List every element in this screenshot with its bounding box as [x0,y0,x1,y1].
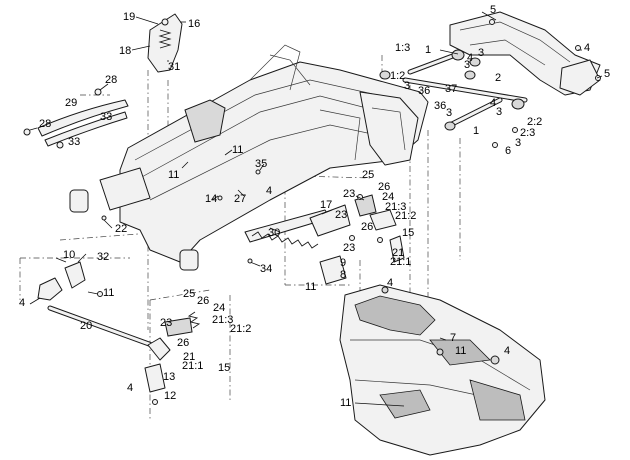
callout-17: 17 [320,199,333,211]
callout-2-2: 2:2 [527,116,543,128]
callout-3: 3 [496,106,503,118]
callout-21-3: 21:3 [385,201,407,213]
callout-21: 21 [183,351,196,363]
callout-20: 20 [80,320,93,332]
callout-21: 21 [392,247,405,259]
callout-11: 11 [340,397,352,409]
callout-33: 33 [100,111,113,123]
lower-link-assembly [29,253,201,405]
callout-5: 5 [490,4,497,16]
callout-9: 9 [340,257,347,269]
callout-3: 3 [446,107,453,119]
callout-25: 25 [183,288,196,300]
callout-16: 16 [188,18,201,30]
mower-deck [339,284,546,456]
upper-bracket-assembly [131,13,186,73]
callout-12: 12 [164,390,177,402]
callout-4: 4 [504,345,511,357]
callout-3: 3 [404,80,411,92]
callout-30: 30 [268,227,281,239]
hardware-leaders [101,149,265,267]
callout-26: 26 [361,221,374,233]
callout-4: 4 [127,382,134,394]
callout-32: 32 [97,251,110,263]
callout-3: 3 [515,137,522,149]
callout-24: 24 [213,302,226,314]
callout-24: 24 [382,191,395,203]
callout-28: 28 [105,74,118,86]
callout-18: 18 [119,45,132,57]
callout-21-2: 21:2 [230,323,252,335]
callout-14: 14 [205,193,218,205]
callout-1-3: 1:3 [395,42,411,54]
callout-2: 2 [495,72,502,84]
callout-26: 26 [177,337,190,349]
callout-35: 35 [255,158,268,170]
callout-21-2: 21:2 [395,210,417,222]
callout-15: 15 [402,227,415,239]
callout-4: 4 [387,277,394,289]
callout-5: 5 [604,68,611,80]
center-linkage [309,194,405,285]
callout-1-2: 1:2 [390,70,406,82]
callout-36: 36 [434,100,447,112]
callout-3: 3 [478,47,485,59]
callout-23: 23 [335,209,348,221]
callout-23: 23 [160,317,173,329]
callout-25: 25 [362,169,375,181]
callout-11: 11 [168,169,180,181]
rocker-arm-assembly [379,11,603,148]
main-frame [69,44,429,271]
callout-23: 23 [343,188,356,200]
callout-26: 26 [378,181,391,193]
callout-31: 31 [168,61,181,73]
callout-3: 3 [464,59,471,71]
callout-4: 4 [467,52,474,64]
callout-10: 10 [63,249,76,261]
leaf-spring-assembly [23,83,129,149]
callout-2-3: 2:3 [520,127,536,139]
callout-29: 29 [65,97,78,109]
callout-36: 36 [418,85,431,97]
callout-34: 34 [260,263,273,275]
callout-19: 19 [123,11,136,23]
callout-21-1: 21:1 [182,360,204,372]
callout-27: 27 [234,193,247,205]
callout-11: 11 [455,345,467,357]
callout-23: 23 [343,242,356,254]
callout-11: 11 [305,281,317,293]
callout-33: 33 [68,136,81,148]
callout-8: 8 [340,269,347,281]
callout-28: 28 [39,118,52,130]
callout-4: 4 [584,42,591,54]
callout-4: 4 [19,297,26,309]
callout-11: 11 [103,287,115,299]
callout-37: 37 [445,83,458,95]
callout-1: 1 [473,125,480,137]
callout-4: 4 [490,97,497,109]
callout-21-3: 21:3 [212,314,234,326]
callout-13: 13 [163,371,176,383]
callout-1: 1 [425,44,432,56]
callout-21-1: 21:1 [390,256,412,268]
callout-7: 7 [450,332,457,344]
callout-11: 11 [232,144,244,156]
callout-26: 26 [197,295,210,307]
callout-15: 15 [218,362,231,374]
callout-6: 6 [505,145,512,157]
callout-22: 22 [115,223,128,235]
callout-4: 4 [266,185,273,197]
